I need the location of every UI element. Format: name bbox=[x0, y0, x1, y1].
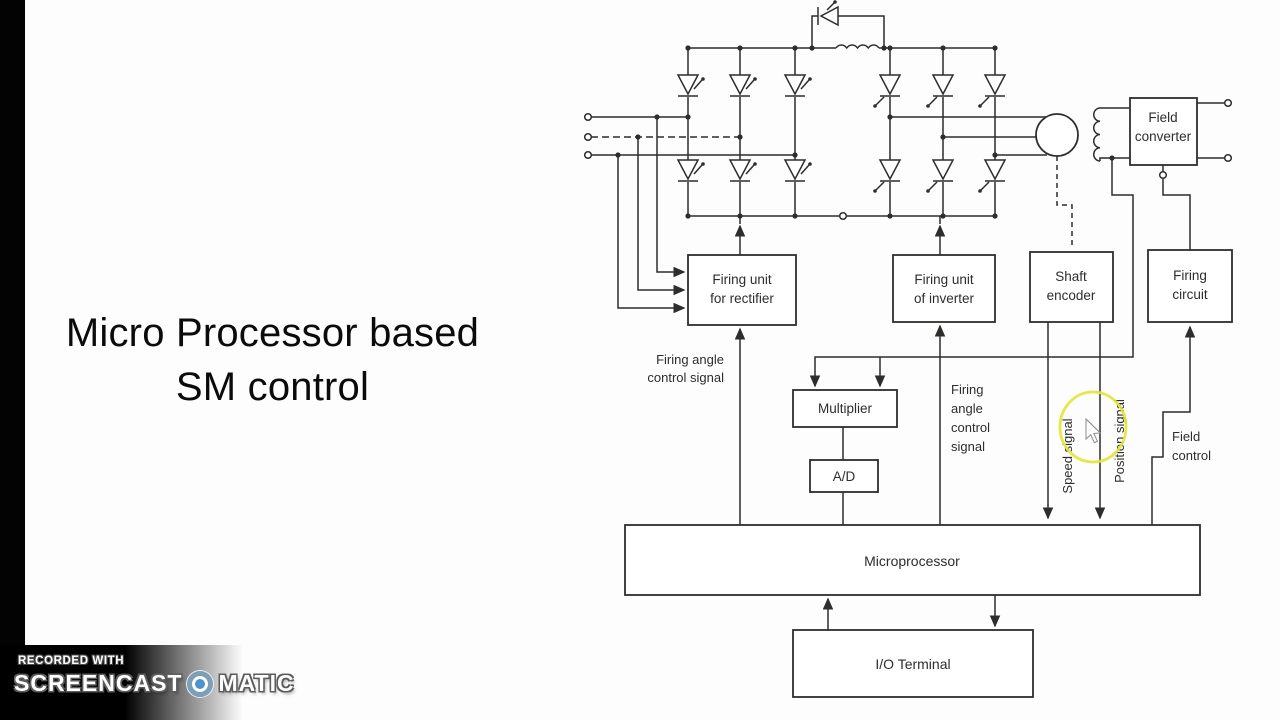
firing-circuit-label: Firing bbox=[1173, 268, 1207, 283]
firing-unit-rectifier-label: Firing unit bbox=[712, 272, 772, 287]
screencast-watermark: RECORDED WITH SCREENCAST MATIC bbox=[0, 645, 294, 720]
firing-unit-inverter-box bbox=[892, 254, 996, 323]
microprocessor-box bbox=[624, 524, 1201, 596]
firing-circuit-label: circuit bbox=[1172, 287, 1208, 302]
mouse-cursor bbox=[1085, 417, 1102, 444]
firing-unit-rectifier-label: for rectifier bbox=[710, 291, 774, 306]
page-title: Micro Processor based SM control bbox=[30, 306, 515, 415]
title-line-1: Micro Processor based bbox=[65, 311, 480, 355]
field-control-label: Field bbox=[1172, 429, 1200, 444]
firing-angle-inverter-label: signal bbox=[951, 439, 985, 454]
ad-converter-label: A/D bbox=[833, 469, 856, 484]
shaft-encoder-label: Shaft bbox=[1055, 269, 1087, 284]
cursor-highlight-circle bbox=[1058, 390, 1128, 464]
firing-angle-inverter-label: Firing bbox=[951, 382, 984, 397]
field-control-label: control bbox=[1172, 448, 1211, 463]
signal-labels: Firing angle control signal Firing angle… bbox=[647, 352, 1211, 494]
shaft-encoder-box bbox=[1029, 251, 1114, 323]
firing-unit-rectifier-box bbox=[687, 254, 797, 326]
brand-right-text: MATIC bbox=[218, 670, 295, 696]
rectifier-thyristors bbox=[677, 74, 813, 182]
field-converter-box bbox=[1129, 97, 1198, 166]
position-signal-label: Position signal bbox=[1112, 399, 1127, 483]
multiplier-label: Multiplier bbox=[818, 401, 873, 416]
title-line-2: SM control bbox=[175, 365, 370, 410]
microprocessor-label: Microprocessor bbox=[864, 553, 960, 569]
firing-angle-rectifier-label: Firing angle bbox=[656, 352, 724, 367]
io-terminal-box bbox=[792, 629, 1034, 698]
ad-converter-box bbox=[809, 459, 879, 493]
speed-signal-label: Speed signal bbox=[1060, 418, 1075, 493]
field-converter-label: converter bbox=[1135, 129, 1192, 144]
firing-unit-inverter-label: Firing unit bbox=[914, 272, 974, 287]
box-labels: Field converter Firing unit for rectifie… bbox=[710, 110, 1208, 672]
firing-angle-inverter-label: control bbox=[951, 420, 990, 435]
multiplier-box bbox=[792, 389, 898, 428]
firing-angle-inverter-label: angle bbox=[951, 401, 983, 416]
field-converter-label: Field bbox=[1148, 110, 1177, 125]
io-terminal-label: I/O Terminal bbox=[875, 656, 950, 672]
inverter-thyristors bbox=[872, 74, 1006, 194]
shaft-encoder-label: encoder bbox=[1047, 288, 1096, 303]
firing-circuit-box bbox=[1147, 249, 1233, 323]
terminals bbox=[583, 98, 1233, 221]
block-boxes bbox=[624, 97, 1233, 698]
left-edge-bar bbox=[0, 0, 25, 720]
brand-left-text: SCREENCAST bbox=[14, 670, 183, 696]
wiring bbox=[591, 2, 1224, 630]
junction-dots bbox=[615, 0, 1115, 219]
recorded-with-text: RECORDED WITH bbox=[18, 655, 125, 667]
firing-unit-inverter-label: of inverter bbox=[914, 291, 975, 306]
firing-angle-rectifier-label: control signal bbox=[647, 370, 724, 385]
synchronous-motor-symbol bbox=[1035, 113, 1079, 157]
watermark-brand-row: SCREENCAST MATIC bbox=[14, 670, 295, 697]
screencast-o-matic-target-icon bbox=[187, 670, 214, 697]
